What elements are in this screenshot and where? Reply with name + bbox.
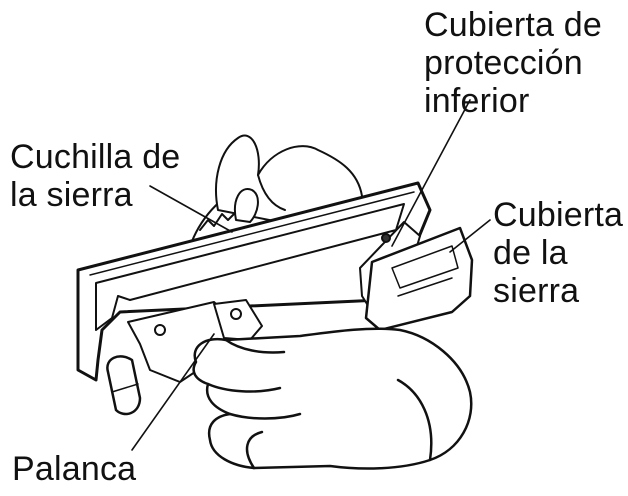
label-saw-cover-line-1: Cubierta [493,196,624,234]
label-lower-guard: Cubierta de protección inferior [424,6,602,120]
label-blade-line-1: Cuchilla de [10,138,181,176]
label-saw-cover-line-3: sierra [493,272,580,310]
label-saw-cover: Cubierta de la sierra [493,196,623,310]
leader-lines [131,99,491,451]
leader-blade [149,185,233,233]
leader-lever [131,333,215,451]
leader-saw-cover [449,219,491,253]
saw-cover [364,226,474,332]
label-lower-guard-line-3: inferior [424,82,530,120]
label-lever: Palanca [12,450,136,488]
label-lower-guard-line-1: Cubierta de [424,6,602,44]
front-knob [106,355,142,416]
label-lower-guard-line-2: protección [424,44,583,82]
label-blade-line-2: la sierra [10,176,133,214]
leader-lower-guard [391,99,471,247]
label-lever-line-1: Palanca [12,450,137,488]
lower-hand [192,327,473,470]
label-saw-cover-line-2: de la [493,234,568,272]
base-plate [76,181,432,382]
label-blade: Cuchilla de la sierra [10,138,180,214]
